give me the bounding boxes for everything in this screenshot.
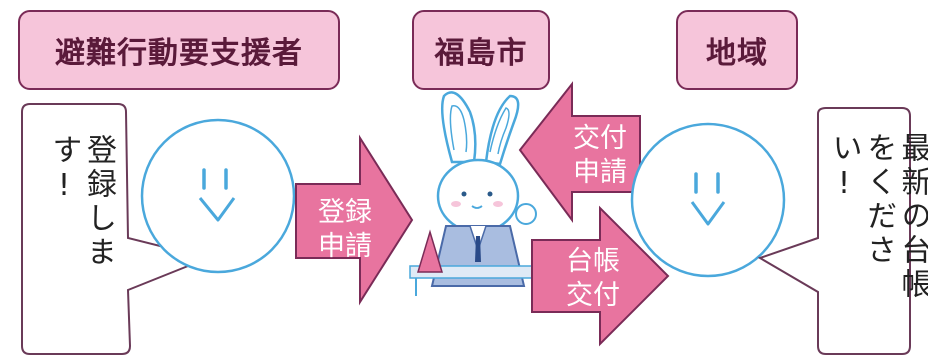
label-persons-needing-support: 避難行動要支援者	[18, 10, 340, 90]
arrow-ledger-issue	[531, 205, 670, 347]
arrow-issue-line-1: 台帳	[566, 246, 620, 277]
arrow-register-application-label: 登録 申請	[300, 196, 390, 264]
arrow-register-application	[295, 134, 414, 306]
arrow-ledger-issue-label: 台帳 交付	[548, 245, 638, 313]
arrow-register-line-1: 登録	[318, 197, 372, 228]
label-fukushima-city: 福島市	[412, 10, 550, 90]
label-fukushima-city-text: 福島市	[434, 36, 528, 71]
speech-bubble-left	[21, 103, 212, 355]
bubble-right-text: 最新の台帳をください!	[826, 132, 928, 302]
arrow-issue-request-label: 交付 申請	[555, 122, 645, 190]
arrow-issue-request	[518, 81, 641, 224]
label-persons-needing-support-text: 避難行動要支援者	[55, 36, 303, 71]
arrow-register-line-2: 申請	[318, 230, 372, 262]
face-left-icon	[140, 118, 296, 274]
label-community: 地域	[676, 10, 798, 90]
arrow-issue-line-2: 交付	[566, 279, 620, 311]
speech-bubble-right	[757, 107, 911, 355]
arrow-request-line-2: 申請	[573, 156, 627, 188]
rabbit-mascot-icon	[409, 91, 545, 296]
arrow-request-line-1: 交付	[573, 123, 627, 154]
label-community-text: 地域	[706, 36, 768, 71]
bubble-left-text: 登録します!	[46, 134, 117, 270]
face-right-icon	[630, 122, 786, 278]
